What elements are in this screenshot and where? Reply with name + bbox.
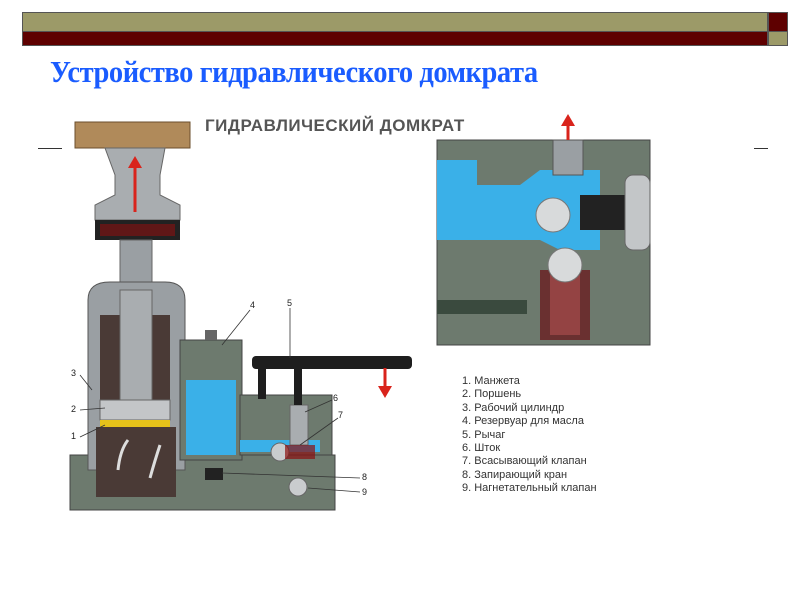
divider-left [38, 148, 62, 149]
detail-ball-lower [547, 247, 583, 283]
legend-item: 6. Шток [462, 442, 501, 455]
legend-item: 8. Запирающий кран [462, 468, 568, 481]
legend-item: 3. Рабочий цилиндр [462, 401, 565, 414]
lever [252, 356, 412, 369]
callout-7: 7 [338, 410, 344, 420]
callout-8: 8 [362, 472, 368, 482]
legend-item: 4. Резервуар для масла [462, 415, 584, 428]
slide-title: Устройство гидравлического домкрата [50, 54, 538, 89]
ram-head [94, 147, 181, 221]
callout-3: 3 [71, 368, 77, 378]
legend-item: 1. Манжета [462, 375, 520, 387]
piston [99, 399, 171, 421]
callout-2: 2 [71, 404, 77, 414]
legend-item: 9. Нагнетательный клапан [462, 482, 597, 495]
header-bar-maroon [22, 31, 768, 46]
callout-4: 4 [250, 300, 256, 310]
callout-1: 1 [71, 431, 77, 441]
diagram-title: ГИДРАВЛИЧЕСКИЙ ДОМКРАТ [205, 116, 465, 135]
shutoff-valve [205, 468, 223, 480]
header-square-olive [768, 31, 788, 46]
detail-ball-upper [535, 197, 571, 233]
legend: 1. Манжета 2. Поршень 3. Рабочий цилиндр… [462, 375, 597, 496]
plunger [289, 404, 309, 446]
callout-9: 9 [362, 487, 368, 497]
divider-right [754, 148, 768, 149]
legend-item: 7. Всасывающий клапан [462, 455, 587, 468]
oil [186, 380, 236, 455]
legend-item: 2. Поршень [462, 388, 522, 401]
load-pad [74, 121, 191, 149]
cuff [100, 420, 170, 427]
discharge-valve [288, 477, 308, 497]
pressure-chamber [96, 427, 176, 497]
callout-6: 6 [333, 393, 339, 403]
callout-5: 5 [287, 298, 293, 308]
legend-item: 5. Рычаг [462, 428, 506, 441]
